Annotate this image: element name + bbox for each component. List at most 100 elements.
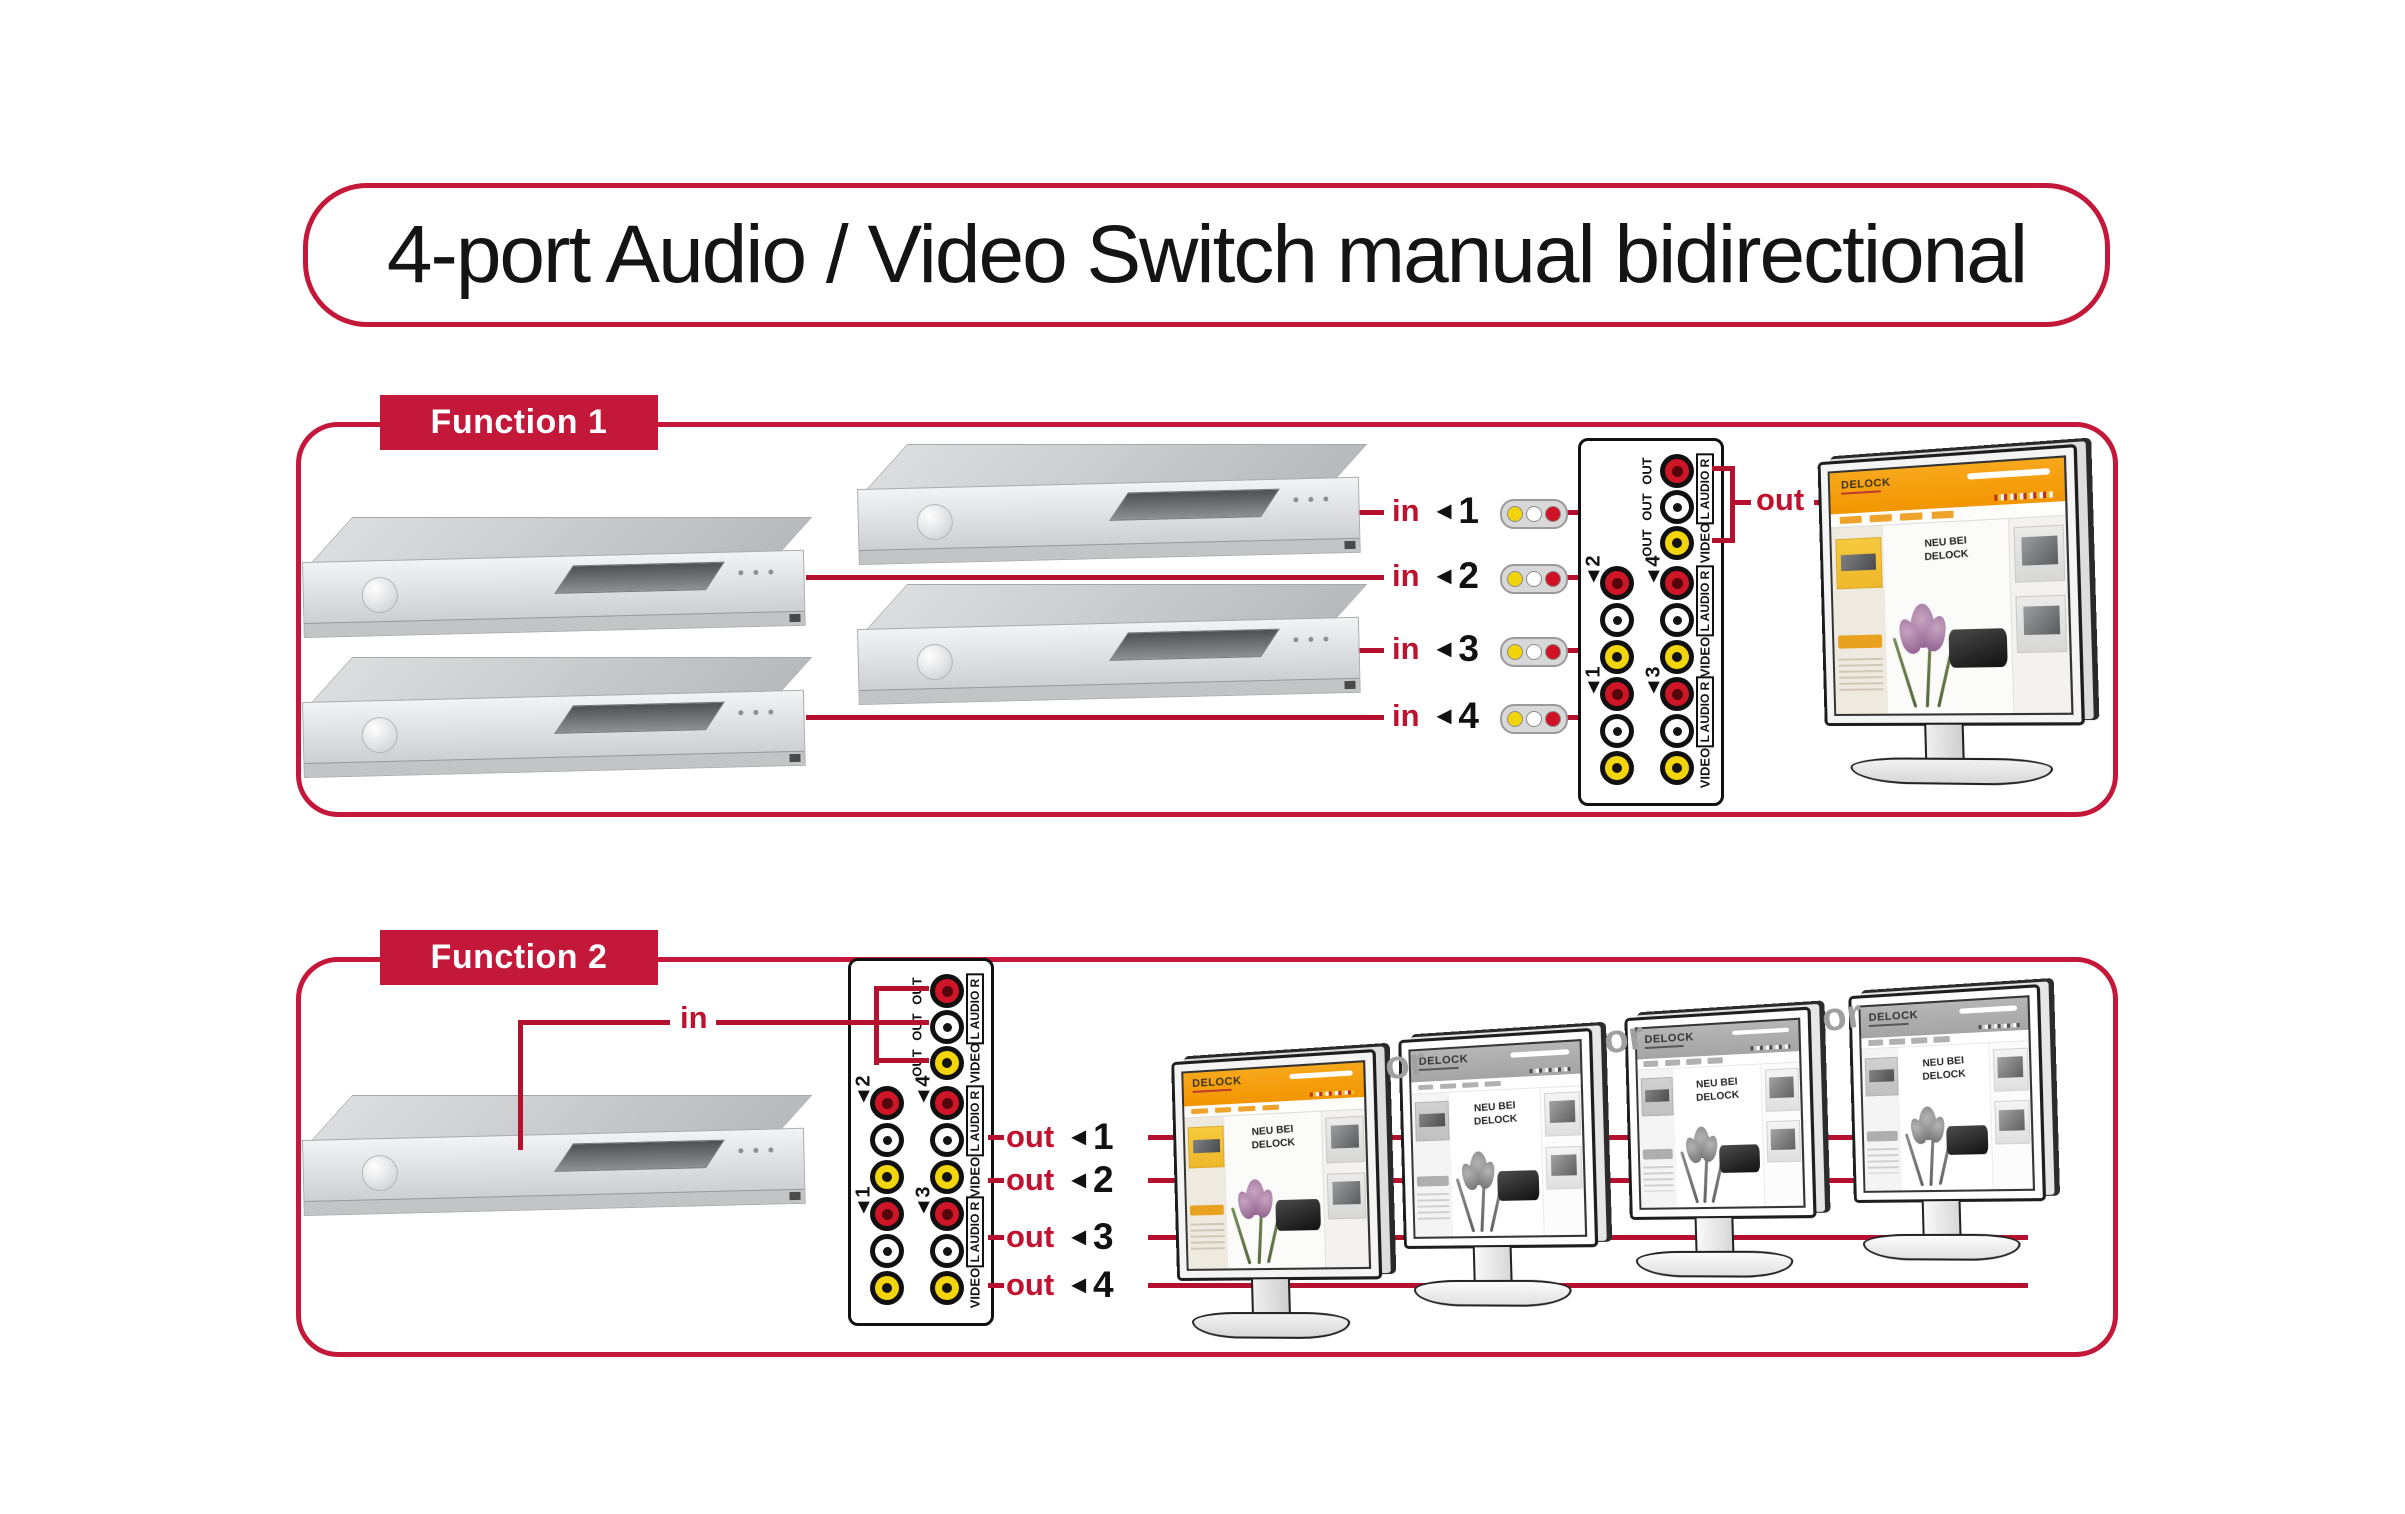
- audio-label: L AUDIO R: [1696, 676, 1714, 748]
- rca-jack-white: [870, 1234, 904, 1268]
- cable-in3: [1340, 648, 1384, 653]
- power-button: [361, 576, 399, 614]
- rca-plug-trio: [1500, 704, 1568, 734]
- label-out-f1: out: [1756, 482, 1805, 517]
- video-label: VIDEO: [1697, 636, 1713, 678]
- rca-jack-red: [930, 1086, 964, 1120]
- rca-jack-white: [1600, 714, 1634, 748]
- rca-jack-white: [1660, 490, 1694, 524]
- label-in-f2: in: [680, 1000, 708, 1035]
- rca-jack-red: [930, 1197, 964, 1231]
- in-bracket: [874, 986, 879, 1065]
- audio-label: L AUDIO R: [966, 973, 984, 1045]
- out-port-label: OUT: [1639, 457, 1655, 485]
- power-button: [916, 503, 954, 541]
- page-title: 4-port Audio / Video Switch manual bidir…: [386, 209, 2028, 300]
- cable-in-drop: [518, 1022, 523, 1150]
- disc-tray: [554, 561, 725, 594]
- or-label-3: or: [1819, 991, 1865, 1041]
- out-port-label: OUT: [909, 977, 925, 1005]
- label-out-2: out ◄ 2: [1006, 1159, 1114, 1200]
- rca-jack-red: [1600, 677, 1634, 711]
- group-label-4: ◄4: [1642, 555, 1665, 587]
- rca-jack-red: [930, 974, 964, 1008]
- cable-in-right: [716, 1020, 929, 1025]
- indicator-dots: [738, 1147, 774, 1154]
- out-port-label: OUT: [909, 1013, 925, 1041]
- or-label-2: or: [1601, 1013, 1647, 1063]
- monitor-stand: [1177, 1278, 1384, 1343]
- label-in-1: in ◄ 1: [1392, 490, 1479, 531]
- video-label: VIDEO: [967, 1156, 983, 1198]
- out-port-label: OUT: [1639, 493, 1655, 521]
- rca-jack-white: [1600, 603, 1634, 637]
- monitor-stand: [1630, 1217, 1819, 1282]
- rca-jack-red: [1660, 677, 1694, 711]
- disc-tray: [554, 701, 725, 734]
- group-label-2: ◄2: [1582, 555, 1605, 587]
- site-sidebar: [1831, 525, 1889, 714]
- dvd-player-f2: [300, 1095, 820, 1227]
- rca-jack-yellow: [930, 1271, 964, 1305]
- rca-jack-red: [870, 1086, 904, 1120]
- out-port-label: OUT: [909, 1049, 925, 1077]
- dvd-front-face: [857, 476, 1361, 565]
- rca-jack-white: [930, 1010, 964, 1044]
- label-out-4: out ◄ 4: [1006, 1264, 1114, 1305]
- av-port: [1344, 540, 1356, 550]
- video-label: VIDEO: [967, 1042, 983, 1084]
- out-port-label: OUT: [1639, 529, 1655, 557]
- product-card: [2013, 524, 2066, 584]
- group-label-4: ◄4: [912, 1075, 935, 1107]
- promo-image: [1835, 537, 1883, 590]
- rca-jack-white: [870, 1123, 904, 1157]
- rca-jack-yellow: [1660, 526, 1694, 560]
- language-flags-icon: [1994, 491, 2053, 501]
- disc-tray: [554, 1139, 725, 1172]
- cable-in4: [806, 715, 1384, 720]
- group-label-3: ◄3: [1642, 666, 1665, 698]
- rca-jack-yellow: [1600, 751, 1634, 785]
- rca-jack-yellow: [1660, 640, 1694, 674]
- group-label-1: ◄1: [852, 1186, 875, 1218]
- switch-panel-f1: OUT OUT OUT L AUDIO R VIDEO ◄2 ◄4 L AUDI…: [1578, 438, 1724, 806]
- video-label: VIDEO: [1697, 522, 1713, 564]
- switch-panel-f2: OUT OUT OUT L AUDIO R VIDEO ◄2 ◄4 L AUDI…: [848, 958, 994, 1326]
- monitor-stand: [1404, 1246, 1600, 1311]
- power-button: [361, 1154, 399, 1192]
- audio-label: L AUDIO R: [1696, 453, 1714, 525]
- rca-plug-trio: [1500, 499, 1568, 529]
- function1-label: Function 1: [380, 395, 658, 450]
- audio-label: L AUDIO R: [966, 1085, 984, 1157]
- rca-jack-white: [1660, 603, 1694, 637]
- rca-jack-white: [930, 1123, 964, 1157]
- disc-tray: [1109, 628, 1280, 661]
- rca-plug-trio: [1500, 564, 1568, 594]
- cable-in1: [1340, 510, 1384, 515]
- video-label: VIDEO: [1697, 747, 1713, 789]
- group-label-3: ◄3: [912, 1186, 935, 1218]
- indicator-dots: [738, 569, 774, 576]
- dvd-player-1: [855, 444, 1375, 576]
- rca-jack-red: [1600, 566, 1634, 600]
- video-label: VIDEO: [967, 1267, 983, 1309]
- product-photo: [1947, 627, 2009, 668]
- rca-jack-white: [930, 1234, 964, 1268]
- product-card: [2015, 594, 2068, 653]
- dvd-base: [859, 537, 1360, 564]
- site-product-column: [2008, 516, 2072, 713]
- or-label-1: or: [1382, 1039, 1428, 1089]
- rca-jack-yellow: [870, 1160, 904, 1194]
- rca-jack-white: [1660, 714, 1694, 748]
- rca-jack-yellow: [870, 1271, 904, 1305]
- monitor-stand: [1854, 1200, 2048, 1265]
- label-in-2: in ◄ 2: [1392, 555, 1479, 596]
